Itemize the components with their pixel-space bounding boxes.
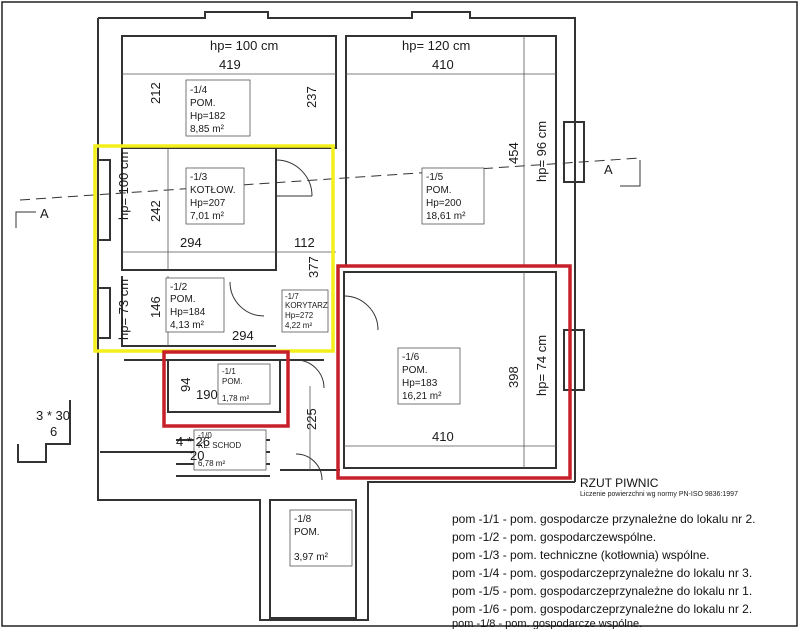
dim-hp-top-right: hp= 120 cm <box>402 38 470 53</box>
room-id: -1/5 <box>426 172 444 183</box>
room-name: KOTŁOW. <box>190 185 236 196</box>
highlight-red-large <box>336 264 572 480</box>
legend-item: pom -1/2 - pom. gospodarczewspólne. <box>452 530 657 544</box>
room-id: -1/3 <box>190 172 208 183</box>
dim-146: 146 <box>148 296 163 318</box>
room-area: 16,21 m² <box>402 391 442 402</box>
room-name: POM. <box>294 527 320 538</box>
room-hp: Hp=182 <box>190 111 226 122</box>
room-hp: Hp=183 <box>402 378 438 389</box>
room-id: -1/1 <box>222 367 236 376</box>
dim-454: 454 <box>506 142 521 164</box>
room-area: 4,13 m² <box>170 320 205 331</box>
room-id: -1/6 <box>402 352 420 363</box>
room-area: 4,22 m² <box>285 321 312 330</box>
room-id: -1/2 <box>170 282 188 293</box>
dim-hp-right-74: hp= 74 cm <box>534 335 549 396</box>
walls <box>17 11 585 621</box>
dim-410-top: 410 <box>432 57 454 72</box>
room-area: 8,85 m² <box>190 124 225 135</box>
room-hp: Hp=207 <box>190 198 226 209</box>
dim-hp-right-96: hp= 96 cm <box>534 121 549 182</box>
room-hp: Hp=272 <box>285 311 314 320</box>
room-id: -1/7 <box>285 292 299 301</box>
dim-94: 94 <box>178 378 193 392</box>
stair-b-label: 4 * 26 <box>176 434 210 449</box>
dim-294-b: 294 <box>232 328 254 343</box>
room-name: KL. SCHOD <box>198 441 241 450</box>
room-name: KORYTARZ <box>285 301 328 310</box>
doors <box>229 159 379 481</box>
dim-294-a: 294 <box>180 235 202 250</box>
dim-237: 237 <box>304 86 319 108</box>
legend-item: pom -1/5 - pom. gospodarczeprzynależne d… <box>452 584 753 598</box>
legend-item: pom -1/4 - pom. gospodarczeprzynależne d… <box>452 566 753 580</box>
dim-190: 190 <box>196 387 218 402</box>
dim-242: 242 <box>148 200 163 222</box>
section-label-left: A <box>40 206 49 221</box>
highlight-red-small <box>162 350 290 428</box>
dim-hp-top-left: hp= 100 cm <box>210 38 278 53</box>
legend-item: pom -1/1 - pom. gospodarcze przynależne … <box>452 512 756 526</box>
plan-subtitle: Liczenie powierzchni wg normy PN-ISO 983… <box>580 491 738 498</box>
room-area: 6,78 m² <box>198 459 225 468</box>
room-area: 18,61 m² <box>426 211 466 222</box>
dim-112: 112 <box>294 235 315 250</box>
room-id: -1/8 <box>294 514 312 525</box>
room-name: POM. <box>402 365 428 376</box>
legend-item: pom -1/8 - pom. gospodarcze wspólne. <box>452 618 643 629</box>
stair-a-label: 3 * 30 <box>36 408 70 423</box>
room-id: -1/4 <box>190 85 208 96</box>
room-name: POM. <box>170 294 196 305</box>
plan-title: RZUT PIWNIC <box>580 476 659 490</box>
room-name: POM. <box>190 98 216 109</box>
dim-212: 212 <box>148 82 163 104</box>
dimension-lines <box>122 36 556 470</box>
legend-item: pom -1/6 - pom. gospodarczeprzynależne d… <box>452 602 753 616</box>
dim-hp-left-100: hp= 100 cm <box>116 152 131 220</box>
dim-419: 419 <box>219 57 241 72</box>
room-hp: Hp=184 <box>170 307 206 318</box>
room-area: 7,01 m² <box>190 211 225 222</box>
stair-a-count: 6 <box>50 424 57 439</box>
dim-hp-left-73: hp= 73 cm <box>116 279 131 340</box>
stair-b-count: 20 <box>190 448 204 463</box>
room-area: 3,97 m² <box>294 552 329 563</box>
legend-item: pom -1/3 - pom. techniczne (kotłownia) w… <box>452 548 710 562</box>
section-line <box>15 157 641 228</box>
dim-225: 225 <box>304 408 319 430</box>
dim-398: 398 <box>506 366 521 388</box>
room-name: POM. <box>426 185 452 196</box>
section-label-right: A <box>604 162 613 177</box>
room-area: 1,78 m² <box>222 394 249 403</box>
dim-410-bottom: 410 <box>432 429 454 444</box>
room-hp: Hp=200 <box>426 198 462 209</box>
room-id: -1/0 <box>198 431 212 440</box>
dim-377: 377 <box>306 256 321 278</box>
room-name: POM. <box>222 377 242 386</box>
room-label-boxes <box>165 79 485 567</box>
